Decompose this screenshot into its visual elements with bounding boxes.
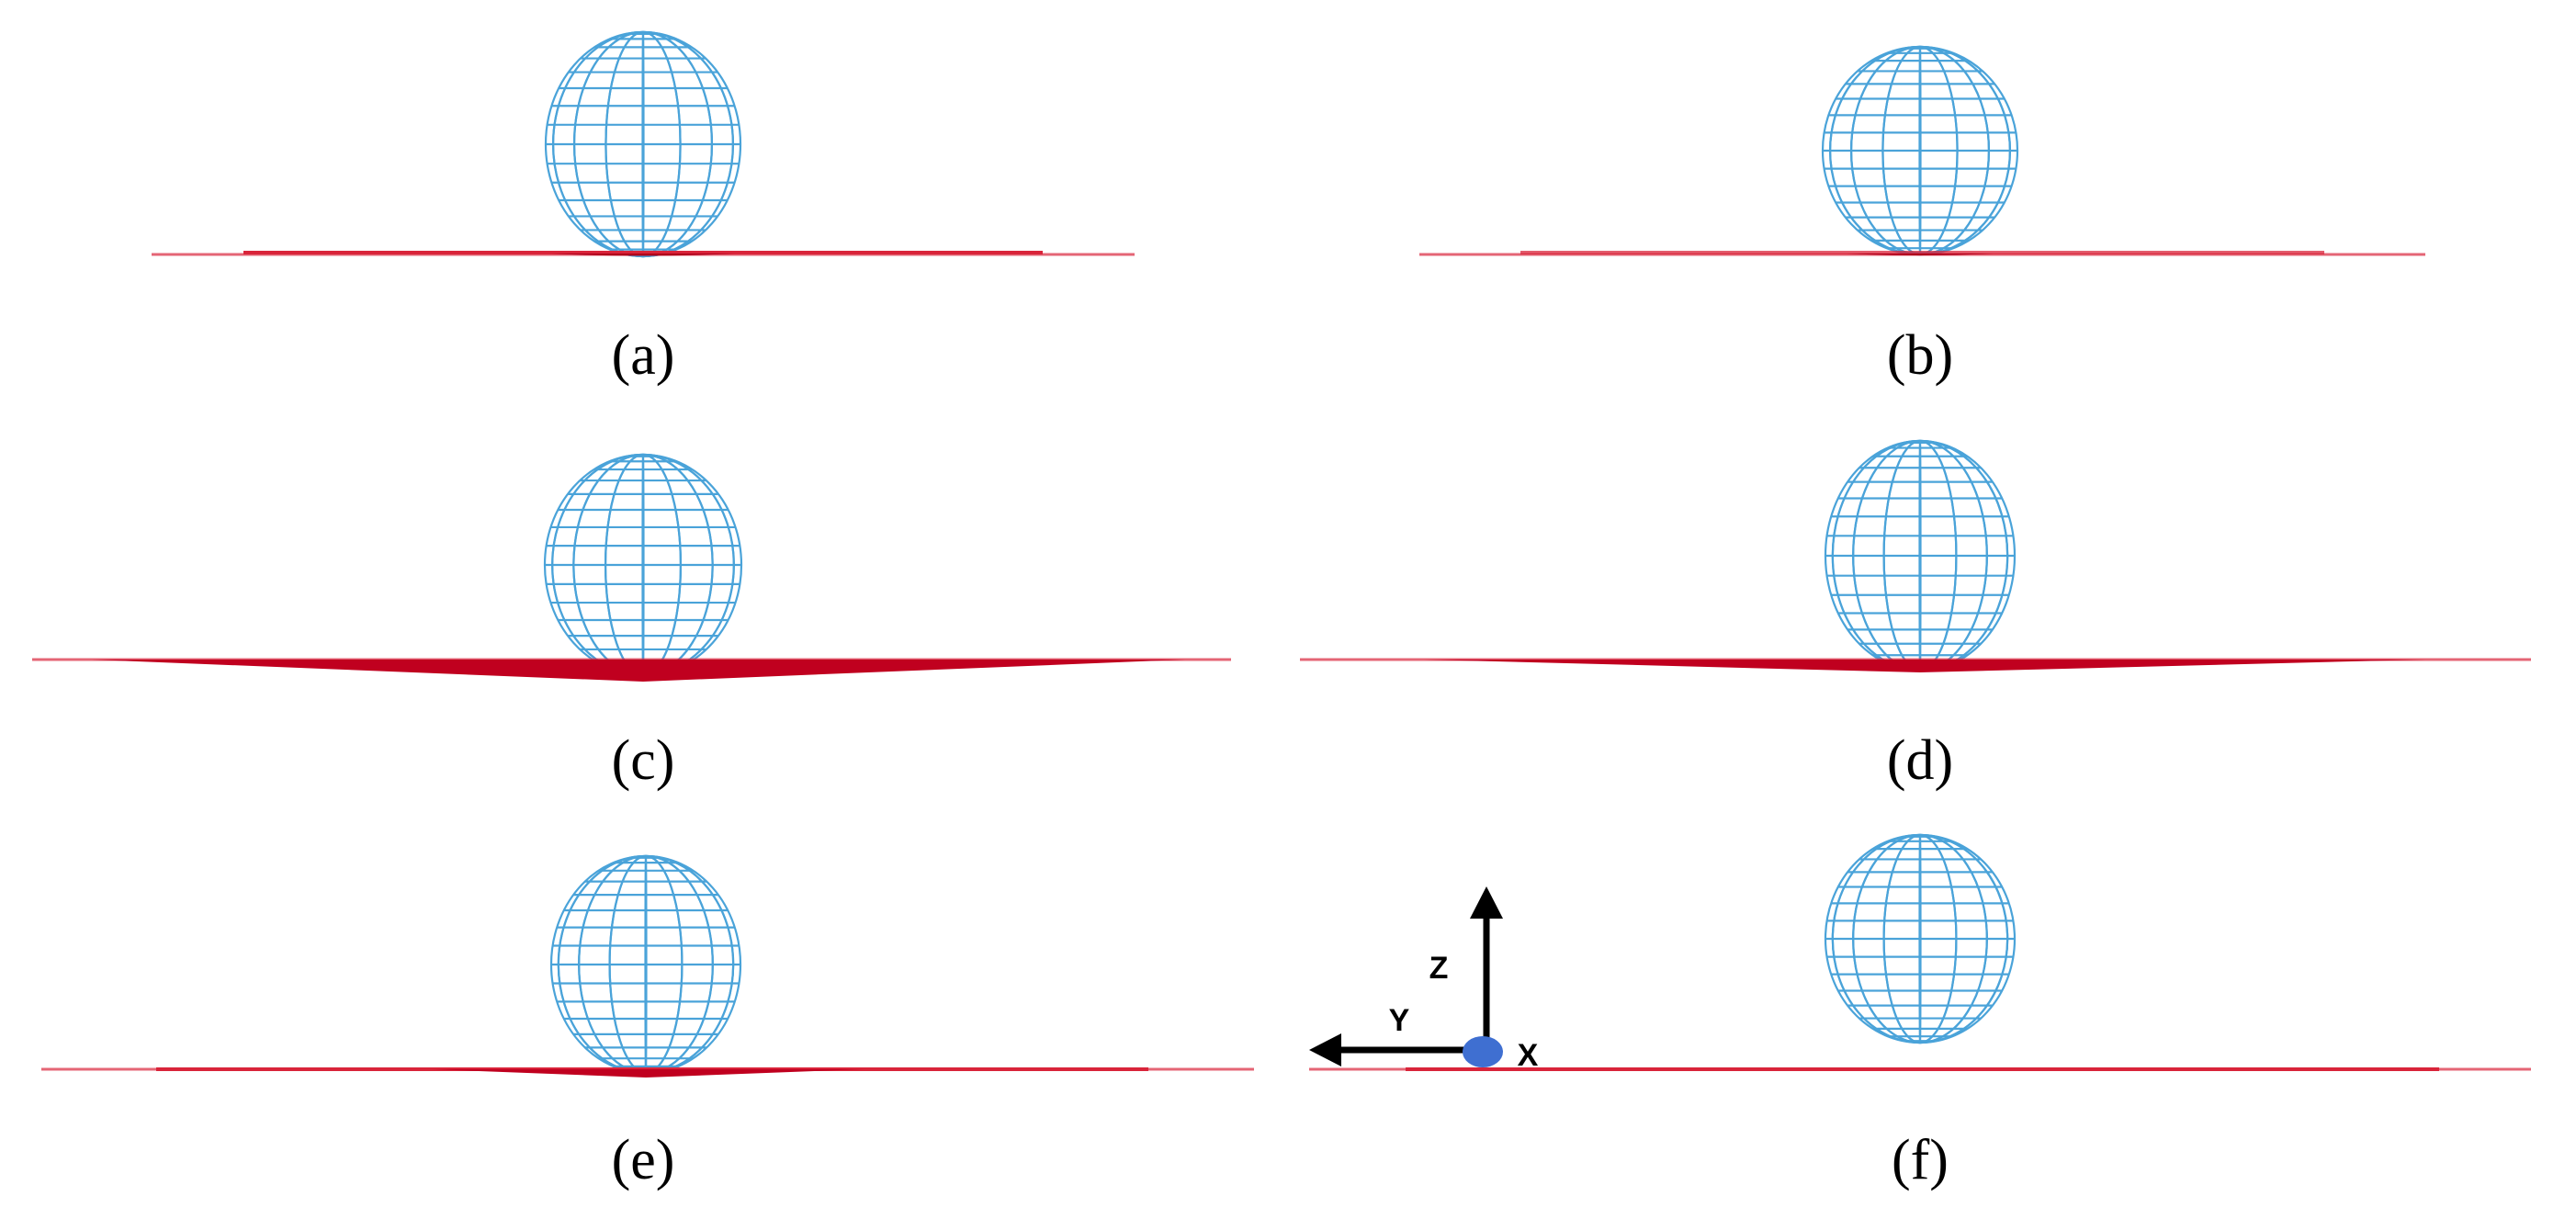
panel-f-mesh	[1824, 833, 2017, 1044]
panel-f: Z Y X (f)	[1309, 833, 2531, 1191]
panel-c-caption: (c)	[612, 729, 675, 792]
panel-d: (d)	[1300, 439, 2531, 792]
panel-a-caption: (a)	[612, 324, 675, 387]
z-axis-arrowhead	[1470, 886, 1503, 919]
panel-a-deformation	[551, 254, 735, 256]
x-axis-label: X	[1518, 1038, 1539, 1073]
y-axis-arrowhead	[1309, 1033, 1341, 1066]
panel-e-ground	[41, 1067, 1254, 1078]
x-axis-marker	[1463, 1036, 1503, 1067]
panel-f-caption: (f)	[1892, 1129, 1949, 1191]
panel-e-caption: (e)	[612, 1129, 675, 1191]
panel-d-caption: (d)	[1887, 729, 1953, 792]
panel-b-deformation	[1847, 254, 1994, 255]
panel-d-ground	[1300, 658, 2531, 672]
panel-d-mesh	[1824, 439, 2017, 672]
panel-e-deformation	[432, 1069, 864, 1078]
panel-a: (a)	[152, 30, 1135, 387]
panel-b-mesh	[1821, 45, 2019, 256]
panel-b-ground	[1419, 251, 2425, 256]
panel-e-mesh	[549, 854, 742, 1075]
panel-b: (b)	[1419, 45, 2425, 387]
panel-e: (e)	[41, 854, 1254, 1191]
panel-c-deformation	[92, 660, 1185, 682]
panel-b-caption: (b)	[1887, 324, 1953, 387]
panel-a-ground	[152, 251, 1135, 256]
panel-c: (c)	[32, 453, 1231, 792]
y-axis-label: Y	[1389, 1003, 1410, 1038]
panel-a-mesh	[544, 30, 742, 258]
panel-c-mesh	[543, 453, 743, 677]
z-axis-label: Z	[1429, 951, 1449, 986]
axes-indicator: Z Y X	[1309, 886, 1539, 1073]
panel-c-ground	[32, 658, 1231, 682]
panel-d-deformation	[1424, 660, 2425, 672]
